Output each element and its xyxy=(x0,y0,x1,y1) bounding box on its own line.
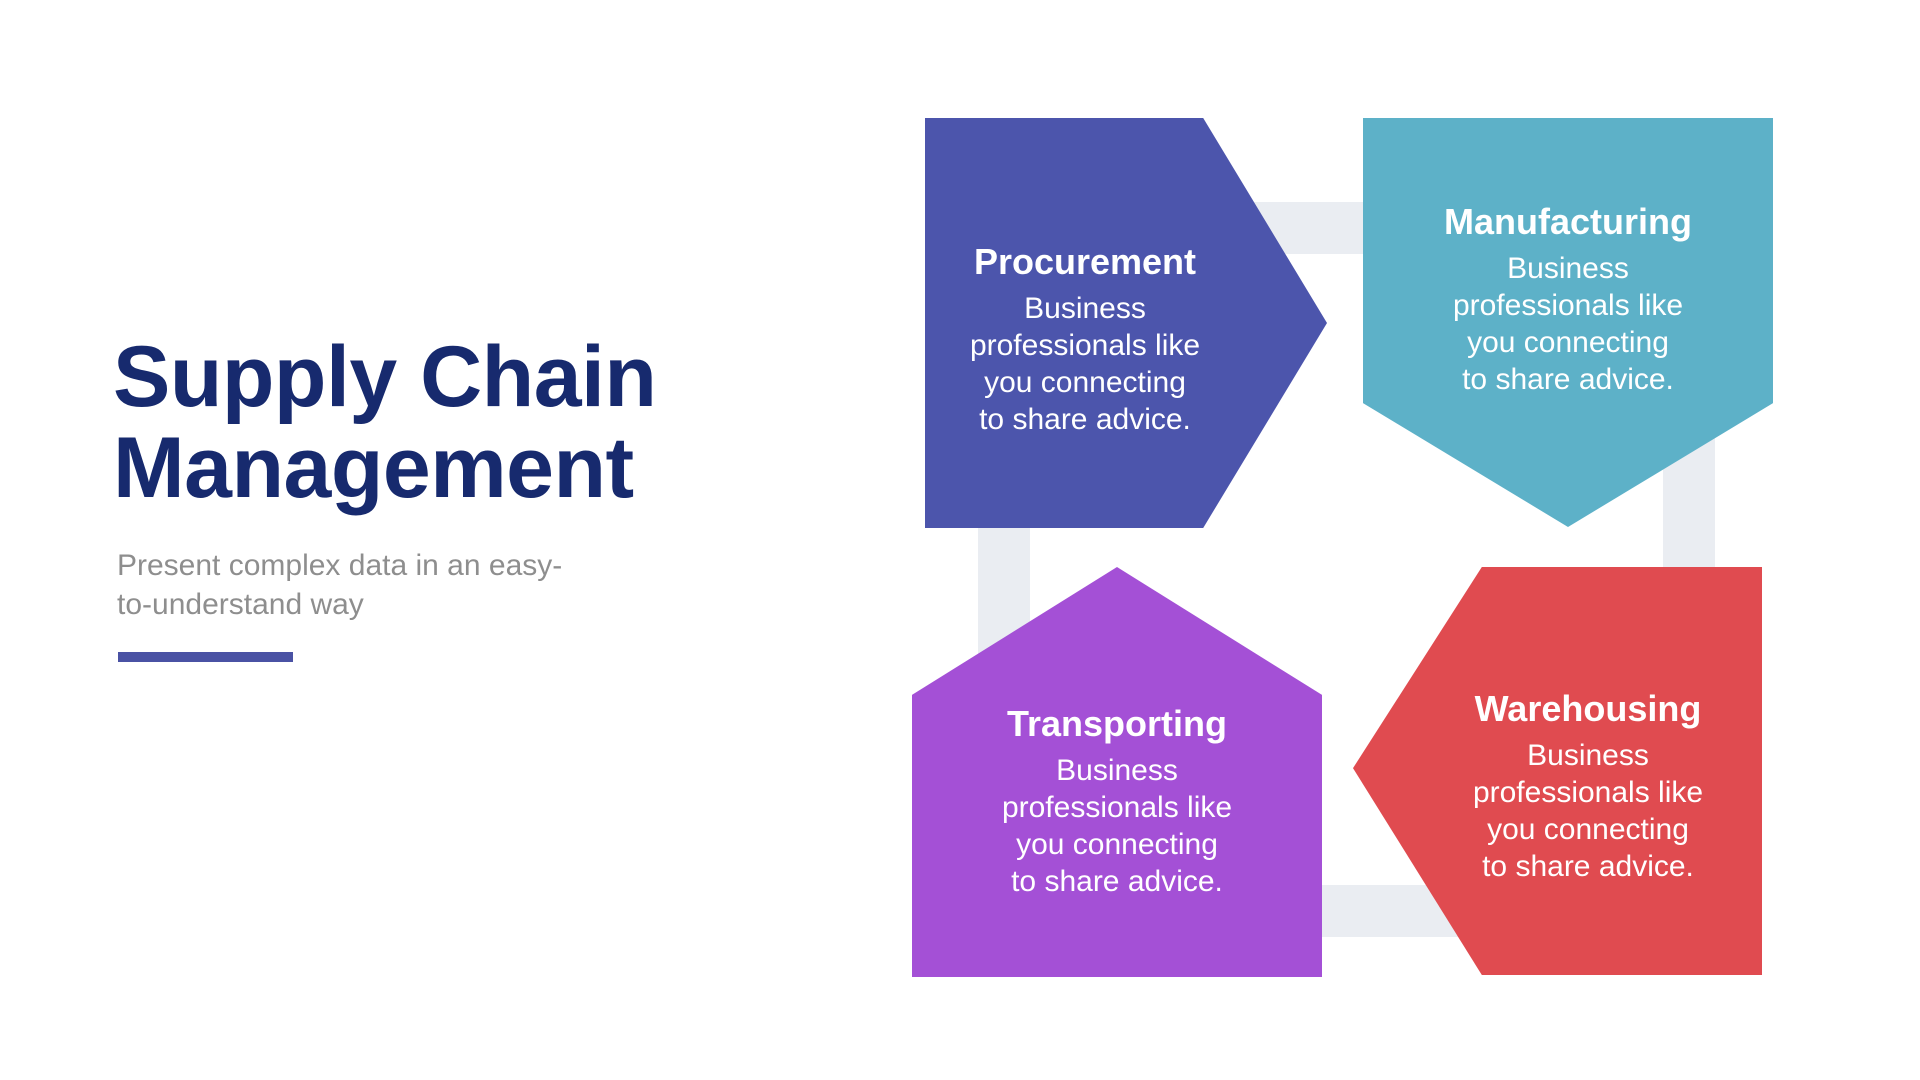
step-transporting-description: Business professionals like you connecti… xyxy=(1001,754,1233,898)
step-procurement-description: Business professionals like you connecti… xyxy=(969,292,1201,436)
step-manufacturing-title: Manufacturing xyxy=(1444,201,1692,242)
page-title: Supply Chain Management xyxy=(113,329,657,516)
step-warehousing-title: Warehousing xyxy=(1474,688,1702,729)
step-manufacturing-description: Business professionals like you connecti… xyxy=(1452,252,1684,396)
step-manufacturing-content: Manufacturing Business professionals lik… xyxy=(1403,200,1733,398)
step-warehousing-description: Business professionals like you connecti… xyxy=(1472,739,1704,883)
title-underline xyxy=(118,652,293,662)
step-transporting-content: Transporting Business professionals like… xyxy=(952,702,1282,900)
step-transporting-title: Transporting xyxy=(1006,703,1227,744)
step-procurement-content: Procurement Business professionals like … xyxy=(955,240,1215,438)
step-warehousing-content: Warehousing Business professionals like … xyxy=(1453,687,1723,885)
step-procurement-title: Procurement xyxy=(973,241,1197,282)
page-subtitle: Present complex data in an easy- to-unde… xyxy=(117,549,563,621)
